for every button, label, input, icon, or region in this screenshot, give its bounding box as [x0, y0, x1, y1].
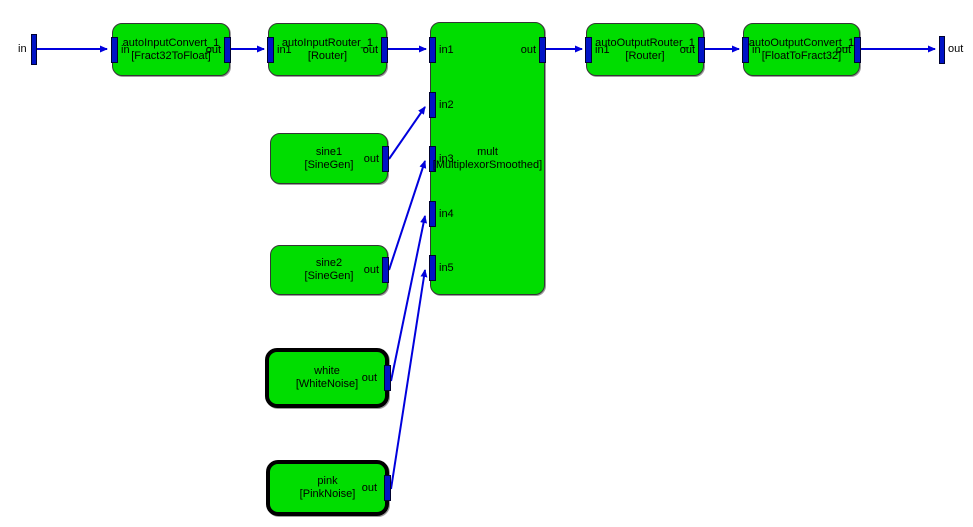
- block-name: autoOutputRouter_1: [595, 36, 695, 49]
- block-auto-output-router[interactable]: in1 autoOutputRouter_1 [Router] out: [585, 23, 705, 76]
- wire-sine1-to-mult-in2[interactable]: [388, 106, 426, 160]
- block-type: [WhiteNoise]: [295, 378, 359, 390]
- block-type: [MultiplexorSmoothed]: [432, 158, 543, 171]
- port-out[interactable]: [854, 36, 861, 63]
- port-in1-label: in1: [439, 44, 454, 56]
- block-name: sine2: [315, 257, 343, 269]
- port-out-label: out: [361, 372, 377, 384]
- port-out[interactable]: [384, 365, 391, 391]
- port-in3-label: in3: [439, 153, 454, 165]
- port-in[interactable]: [111, 36, 118, 63]
- port-in1[interactable]: [429, 37, 436, 63]
- input-terminal-label: in: [18, 43, 27, 55]
- block-type: [PinkNoise]: [299, 488, 356, 500]
- block-caption: mult [MultiplexorSmoothed]: [431, 146, 544, 172]
- block-type: [Router]: [307, 49, 348, 62]
- block-caption: autoOutputConvert_1 [FloatToFract32]: [744, 37, 859, 63]
- port-in5[interactable]: [429, 255, 436, 281]
- port-out-label: out: [361, 482, 377, 494]
- port-out[interactable]: [224, 36, 231, 63]
- port-out[interactable]: [382, 257, 389, 283]
- port-in4-label: in4: [439, 208, 454, 220]
- block-caption: sine1 [SineGen]: [271, 146, 387, 172]
- port-out[interactable]: [539, 37, 546, 63]
- port-out[interactable]: [381, 36, 388, 63]
- port-out[interactable]: [698, 36, 705, 63]
- block-name: autoOutputConvert_1: [748, 36, 855, 49]
- port-in1-label: in1: [595, 43, 610, 56]
- port-out-label: out: [363, 264, 379, 276]
- block-name: sine1: [315, 145, 343, 158]
- port-in1-label: in1: [277, 43, 292, 56]
- port-out-label: out: [679, 43, 695, 56]
- block-auto-output-convert[interactable]: in autoOutputConvert_1 [FloatToFract32] …: [742, 23, 861, 76]
- output-terminal-label: out: [948, 43, 964, 55]
- block-sine1[interactable]: sine1 [SineGen] out: [270, 133, 389, 184]
- input-terminal-pin[interactable]: [31, 34, 37, 65]
- port-in3[interactable]: [429, 146, 436, 172]
- block-type: [SineGen]: [304, 158, 354, 171]
- block-white[interactable]: white [WhiteNoise] out: [265, 348, 391, 408]
- wire-white-to-mult-in4[interactable]: [390, 215, 428, 382]
- port-in-label: in: [752, 43, 761, 56]
- block-caption: autoInputRouter_1 [Router]: [269, 37, 386, 63]
- wire-pink-to-mult-in5[interactable]: [390, 269, 428, 490]
- block-type: [Fract32ToFloat]: [131, 49, 211, 62]
- port-in5-label: in5: [439, 262, 454, 274]
- block-name: white: [314, 365, 340, 377]
- port-out-label: out: [835, 43, 851, 56]
- block-caption: pink [PinkNoise]: [270, 475, 385, 501]
- port-in1[interactable]: [267, 36, 274, 63]
- port-out[interactable]: [382, 145, 389, 172]
- block-type: [SineGen]: [304, 270, 354, 282]
- block-sine2[interactable]: sine2 [SineGen] out: [270, 245, 389, 295]
- block-type: [Router]: [625, 49, 665, 62]
- block-name: autoInputConvert_1: [122, 36, 220, 49]
- port-in2-label: in2: [439, 99, 454, 111]
- block-name: pink: [317, 475, 338, 487]
- block-auto-input-convert[interactable]: in autoInputConvert_1 [Fract32ToFloat] o…: [111, 23, 231, 76]
- port-in2[interactable]: [429, 92, 436, 118]
- block-type: [FloatToFract32]: [761, 49, 842, 62]
- port-out-label: out: [205, 43, 221, 56]
- block-caption: sine2 [SineGen]: [271, 257, 387, 283]
- block-pink[interactable]: pink [PinkNoise] out: [266, 460, 391, 516]
- block-name: mult: [477, 145, 498, 158]
- block-caption: white [WhiteNoise]: [269, 365, 385, 391]
- block-mult[interactable]: in1 in2 in3 in4 in5 mult [MultiplexorSmo…: [429, 22, 546, 295]
- block-auto-input-router[interactable]: in1 autoInputRouter_1 [Router] out: [267, 23, 388, 76]
- output-terminal-pin[interactable]: [939, 36, 945, 64]
- block-name: autoInputRouter_1: [281, 36, 374, 49]
- port-out-label: out: [520, 44, 536, 56]
- wire-sine2-to-mult-in3[interactable]: [388, 160, 427, 271]
- block-caption: autoInputConvert_1 [Fract32ToFloat]: [113, 37, 229, 63]
- port-out-label: out: [362, 43, 378, 56]
- port-in[interactable]: [742, 36, 749, 63]
- port-in-label: in: [121, 43, 130, 56]
- port-in4[interactable]: [429, 201, 436, 227]
- port-out-label: out: [363, 152, 379, 165]
- port-out[interactable]: [384, 475, 391, 501]
- block-caption: autoOutputRouter_1 [Router]: [587, 37, 703, 63]
- port-in1[interactable]: [585, 36, 592, 63]
